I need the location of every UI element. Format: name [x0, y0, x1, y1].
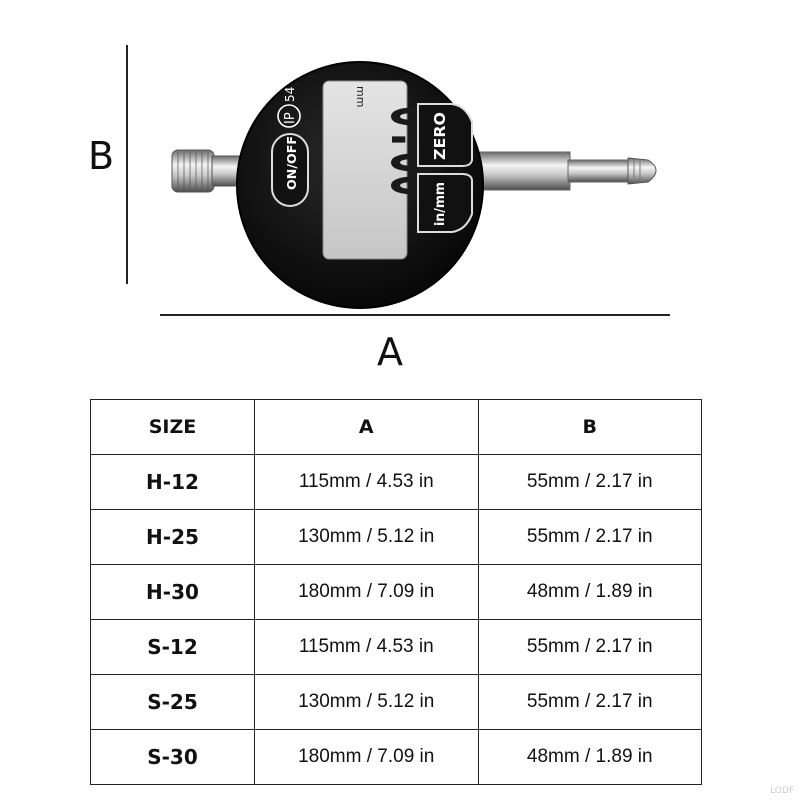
a-cell: 115mm / 4.53 in [253, 619, 479, 675]
a-cell: 180mm / 7.09 in [253, 564, 479, 620]
a-cell: 130mm / 5.12 in [253, 509, 479, 565]
size-cell: S-25 [90, 674, 255, 730]
table-row: H-25 130mm / 5.12 in 55mm / 2.17 in [90, 509, 703, 565]
b-cell: 55mm / 2.17 in [477, 454, 703, 510]
header-a: A [253, 399, 479, 455]
dimension-b-label: B [88, 134, 115, 178]
size-cell: H-12 [90, 454, 255, 510]
b-cell: 55mm / 2.17 in [477, 509, 703, 565]
watermark: LODF [770, 786, 794, 796]
knurled-cap [171, 149, 243, 193]
b-cell: 48mm / 1.89 in [477, 729, 703, 785]
size-cell: H-30 [90, 564, 255, 620]
in-mm-label: in/mm [433, 182, 448, 226]
size-cell: H-25 [90, 509, 255, 565]
measuring-stem [469, 151, 657, 191]
lcd-screen [322, 80, 408, 260]
on-off-label: ON/OFF [285, 136, 299, 190]
table-header-row: SIZE A B [90, 399, 703, 455]
zero-label: ZERO [431, 112, 449, 160]
table-row: S-25 130mm / 5.12 in 55mm / 2.17 in [90, 674, 703, 730]
header-size: SIZE [90, 399, 255, 455]
dimension-a-label: A [377, 330, 403, 374]
b-cell: 55mm / 2.17 in [477, 619, 703, 675]
table-row: H-12 115mm / 4.53 in 55mm / 2.17 in [90, 454, 703, 510]
lcd-unit-text: mm [354, 86, 367, 107]
size-table: SIZE A B H-12 115mm / 4.53 in 55mm / 2.1… [90, 399, 703, 785]
b-cell: 48mm / 1.89 in [477, 564, 703, 620]
ip-text: IP [283, 112, 298, 124]
in-mm-button[interactable]: in/mm [417, 173, 473, 233]
a-cell: 115mm / 4.53 in [253, 454, 479, 510]
b-cell: 55mm / 2.17 in [477, 674, 703, 730]
a-cell: 180mm / 7.09 in [253, 729, 479, 785]
size-cell: S-12 [90, 619, 255, 675]
dial-indicator-diagram: 0.00 mm IP 54 ON/OFF ZERO in/mm [126, 45, 670, 316]
ip-rating-badge: IP 54 [277, 87, 301, 128]
table-row: S-30 180mm / 7.09 in 48mm / 1.89 in [90, 729, 703, 785]
header-b: B [477, 399, 703, 455]
on-off-button[interactable]: ON/OFF [271, 133, 309, 207]
ip-code-text: 54 [283, 87, 297, 102]
table-row: H-30 180mm / 7.09 in 48mm / 1.89 in [90, 564, 703, 620]
size-cell: S-30 [90, 729, 255, 785]
a-cell: 130mm / 5.12 in [253, 674, 479, 730]
zero-button[interactable]: ZERO [417, 103, 473, 167]
table-row: S-12 115mm / 4.53 in 55mm / 2.17 in [90, 619, 703, 675]
